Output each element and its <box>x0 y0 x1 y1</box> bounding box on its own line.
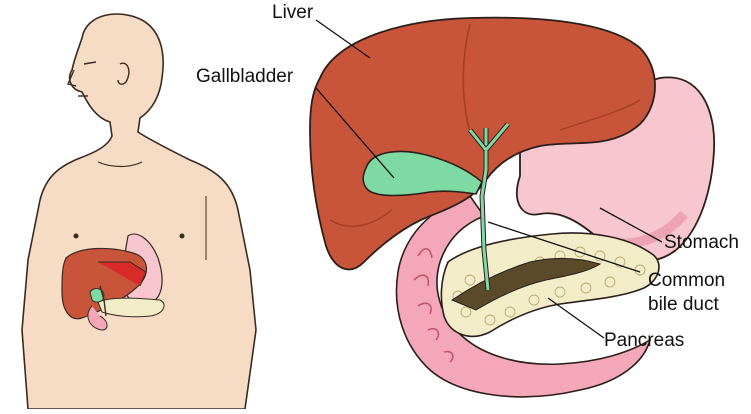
label-pancreas: Pancreas <box>604 330 684 351</box>
pancreas-leader <box>548 298 604 338</box>
label-common-bile-duct-line1: Common <box>648 270 725 291</box>
pancreas-body <box>441 233 659 336</box>
label-gallbladder: Gallbladder <box>196 66 293 87</box>
label-stomach: Stomach <box>664 232 739 253</box>
mini-pancreas <box>98 298 164 317</box>
pancreas <box>441 233 659 336</box>
label-common-bile-duct-line2: bile duct <box>648 294 719 315</box>
label-liver: Liver <box>272 2 313 23</box>
